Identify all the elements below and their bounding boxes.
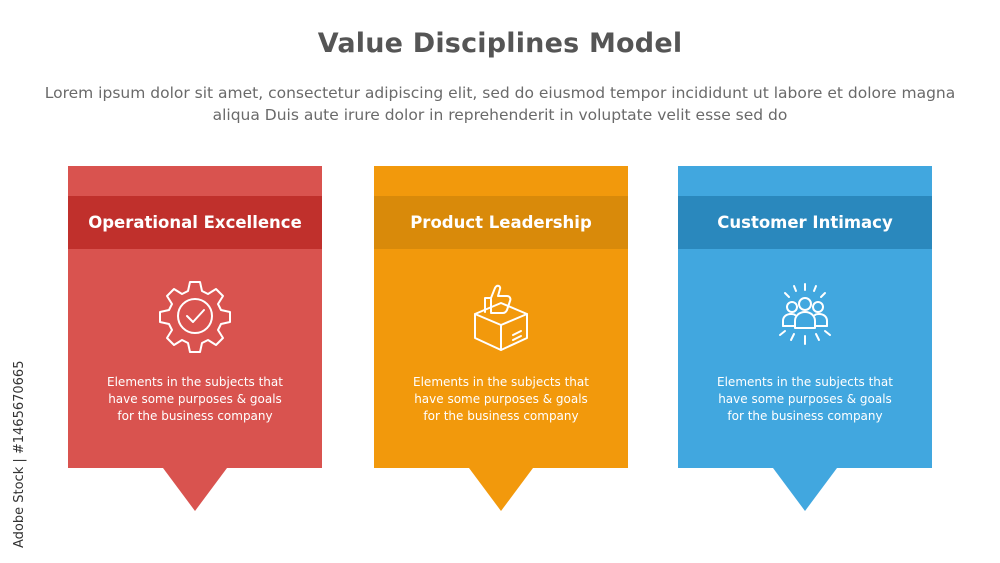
card-product-leadership: Product Leadership Elements in the subje… [374,166,628,511]
page-title: Value Disciplines Model [317,28,683,59]
card-description: Elements in the subjects that have some … [717,375,893,423]
card-operational-excellence: Operational Excellence Elements in the s… [68,166,322,511]
gear-check-icon [155,276,235,356]
card-pointer [773,468,837,511]
card-description: Elements in the subjects that have some … [107,375,283,423]
box-thumbs-up-icon [461,276,541,356]
card-pointer [163,468,227,511]
card-heading: Customer Intimacy [678,196,932,249]
page-subtitle: Lorem ipsum dolor sit amet, consectetur … [44,84,956,124]
card-heading: Operational Excellence [68,196,322,249]
card-customer-intimacy: Customer Intimacy Elements in the subjec… [678,166,932,511]
card-description: Elements in the subjects that have some … [413,375,589,423]
card-heading: Product Leadership [374,196,628,249]
stock-credit: Adobe Stock | #1465670665 [12,360,27,548]
card-pointer [469,468,533,511]
group-people-icon [765,276,845,356]
